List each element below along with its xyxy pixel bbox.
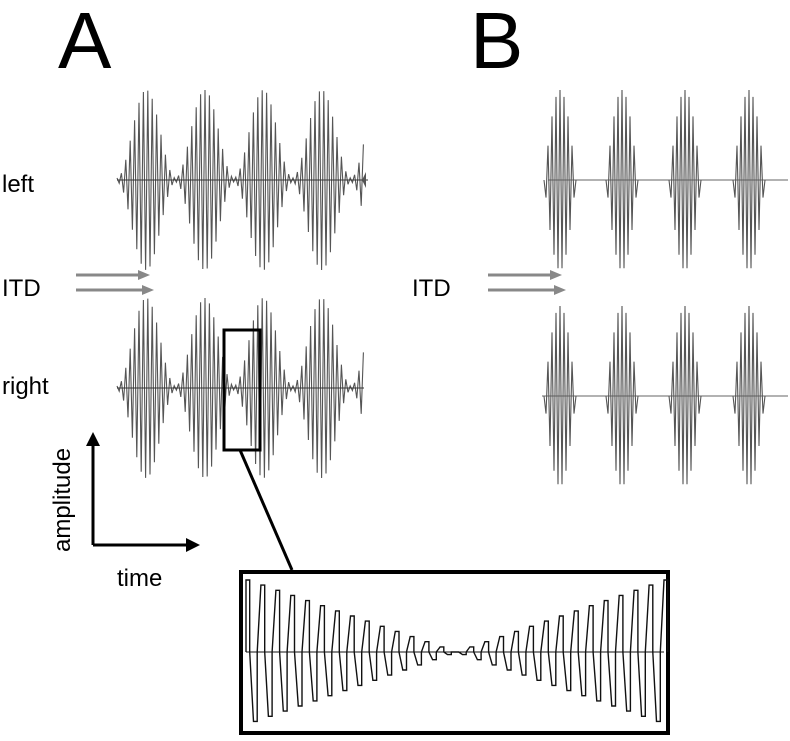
right-channel-label: right: [2, 373, 49, 400]
amplitude-axis-label: amplitude: [49, 448, 76, 552]
itd-arrows-b: [488, 270, 566, 295]
amplitude-time-axes: [86, 432, 200, 552]
left-channel-label: left: [2, 171, 34, 198]
waveform-a-left: [116, 89, 368, 271]
itd-label-a: ITD: [2, 275, 41, 302]
zoom-connector: [238, 449, 294, 571]
time-axis-label: time: [117, 565, 162, 592]
inset-waveform: [245, 579, 669, 723]
itd-arrows-a: [76, 270, 154, 295]
waveform-b-left: [543, 89, 788, 269]
waveform-b-right: [542, 305, 788, 485]
panel-b-letter: B: [470, 0, 523, 85]
panel-a-letter: A: [58, 0, 112, 85]
zoom-rectangle: [222, 328, 262, 452]
waveform-a-right: [116, 297, 364, 479]
itd-label-b: ITD: [412, 275, 451, 302]
